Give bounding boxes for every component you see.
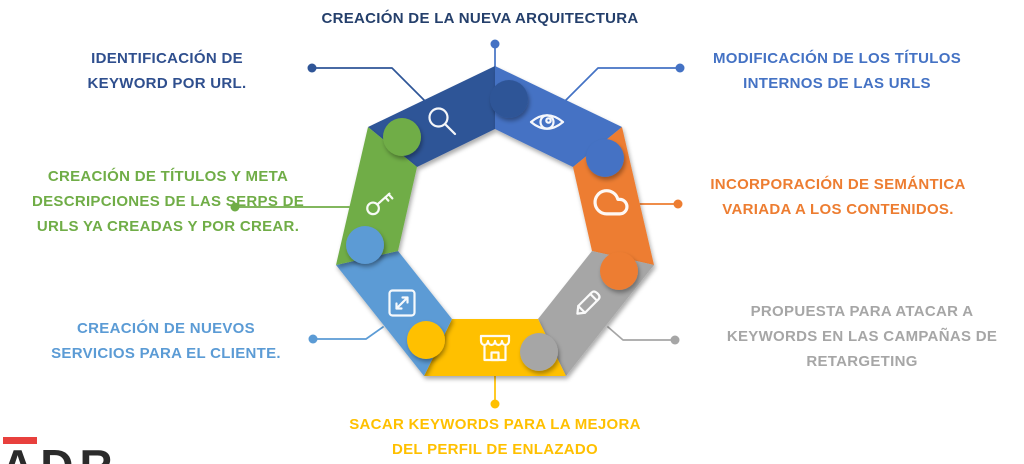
connector-bottom-left	[308, 326, 384, 344]
connector-right	[639, 199, 683, 209]
knob-bottom-right	[520, 333, 558, 371]
label-line: VARIADA A LOS CONTENIDOS.	[722, 201, 954, 218]
key-icon	[366, 192, 394, 216]
label-meta-descriptions: CREACIÓN DE TÍTULOS Y META DESCRIPCIONES…	[8, 164, 328, 239]
label-line: DESCRIPCIONES DE LAS SERPS DE	[31, 193, 305, 210]
connector-bottom-right	[607, 326, 680, 345]
store-icon	[479, 334, 511, 362]
label-line: INTERNOS DE LAS URLS	[743, 75, 931, 92]
label-line: SERVICIOS PARA EL CLIENTE.	[51, 345, 281, 362]
connector-line	[607, 326, 676, 341]
connector-line	[312, 326, 384, 340]
connector-dot	[230, 202, 240, 212]
eye-icon	[529, 114, 565, 130]
label-line: KEYWORDS EN LAS CAMPAÑAS DE	[726, 328, 998, 345]
expand-icon	[388, 289, 416, 317]
label-semantics: INCORPORACIÓN DE SEMÁNTICA VARIADA A LOS…	[688, 172, 988, 222]
label-line: INCORPORACIÓN DE SEMÁNTICA	[710, 176, 966, 193]
logo-text: ADR	[1, 443, 119, 464]
label-line: CREACIÓN DE LA NUEVA ARQUITECTURA	[321, 10, 639, 27]
connector-dot	[673, 199, 683, 209]
puzzle-ring	[336, 66, 654, 376]
knob-upper-left	[383, 118, 421, 156]
knob-lower-left	[346, 226, 384, 264]
label-retargeting: PROPUESTA PARA ATACAR A KEYWORDS EN LAS …	[702, 299, 1022, 374]
connector-line	[564, 67, 681, 102]
knob-upper-right	[586, 139, 624, 177]
label-line: CREACIÓN DE TÍTULOS Y META	[47, 168, 289, 185]
label-line: SACAR KEYWORDS PARA LA MEJORA	[349, 416, 641, 433]
label-new-architecture: CREACIÓN DE LA NUEVA ARQUITECTURA	[230, 6, 730, 31]
connector-line	[311, 67, 426, 102]
knob-top	[490, 80, 528, 118]
connector-top-left	[307, 63, 426, 102]
connector-dot	[307, 63, 317, 73]
connector-top-right	[564, 63, 685, 102]
connector-bottom	[490, 375, 500, 409]
connector-left	[230, 202, 350, 212]
label-line: MODIFICACIÓN DE LOS TÍTULOS	[712, 50, 962, 67]
label-line: URLS YA CREADAS Y POR CREAR.	[36, 218, 300, 235]
label-line: IDENTIFICACIÓN DE	[91, 50, 243, 67]
connector-dot	[675, 63, 685, 73]
connector-dot	[308, 334, 318, 344]
connector-dot	[670, 335, 680, 345]
label-line: KEYWORD POR URL.	[87, 75, 247, 92]
label-line: RETARGETING	[806, 353, 918, 370]
pencil-icon	[576, 290, 601, 315]
label-keyword-identification: IDENTIFICACIÓN DE KEYWORD POR URL.	[17, 46, 317, 96]
segment-top-right	[495, 66, 622, 167]
cloud-icon	[593, 189, 629, 216]
label-line: PROPUESTA PARA ATACAR A	[750, 303, 974, 320]
connector-top	[490, 39, 500, 69]
label-new-services: CREACIÓN DE NUEVOS SERVICIOS PARA EL CLI…	[16, 316, 316, 366]
knob-lower-right	[600, 252, 638, 290]
connector-dot	[490, 399, 500, 409]
knob-bottom-left	[407, 321, 445, 359]
label-link-profile: SACAR KEYWORDS PARA LA MEJORA DEL PERFIL…	[335, 412, 655, 462]
label-line: DEL PERFIL DE ENLAZADO	[391, 441, 599, 458]
search-icon	[428, 107, 457, 136]
connector-dot	[490, 39, 500, 49]
logo-red-bar	[3, 437, 37, 444]
label-line: CREACIÓN DE NUEVOS	[77, 320, 255, 337]
label-title-modification: MODIFICACIÓN DE LOS TÍTULOS INTERNOS DE …	[687, 46, 987, 96]
